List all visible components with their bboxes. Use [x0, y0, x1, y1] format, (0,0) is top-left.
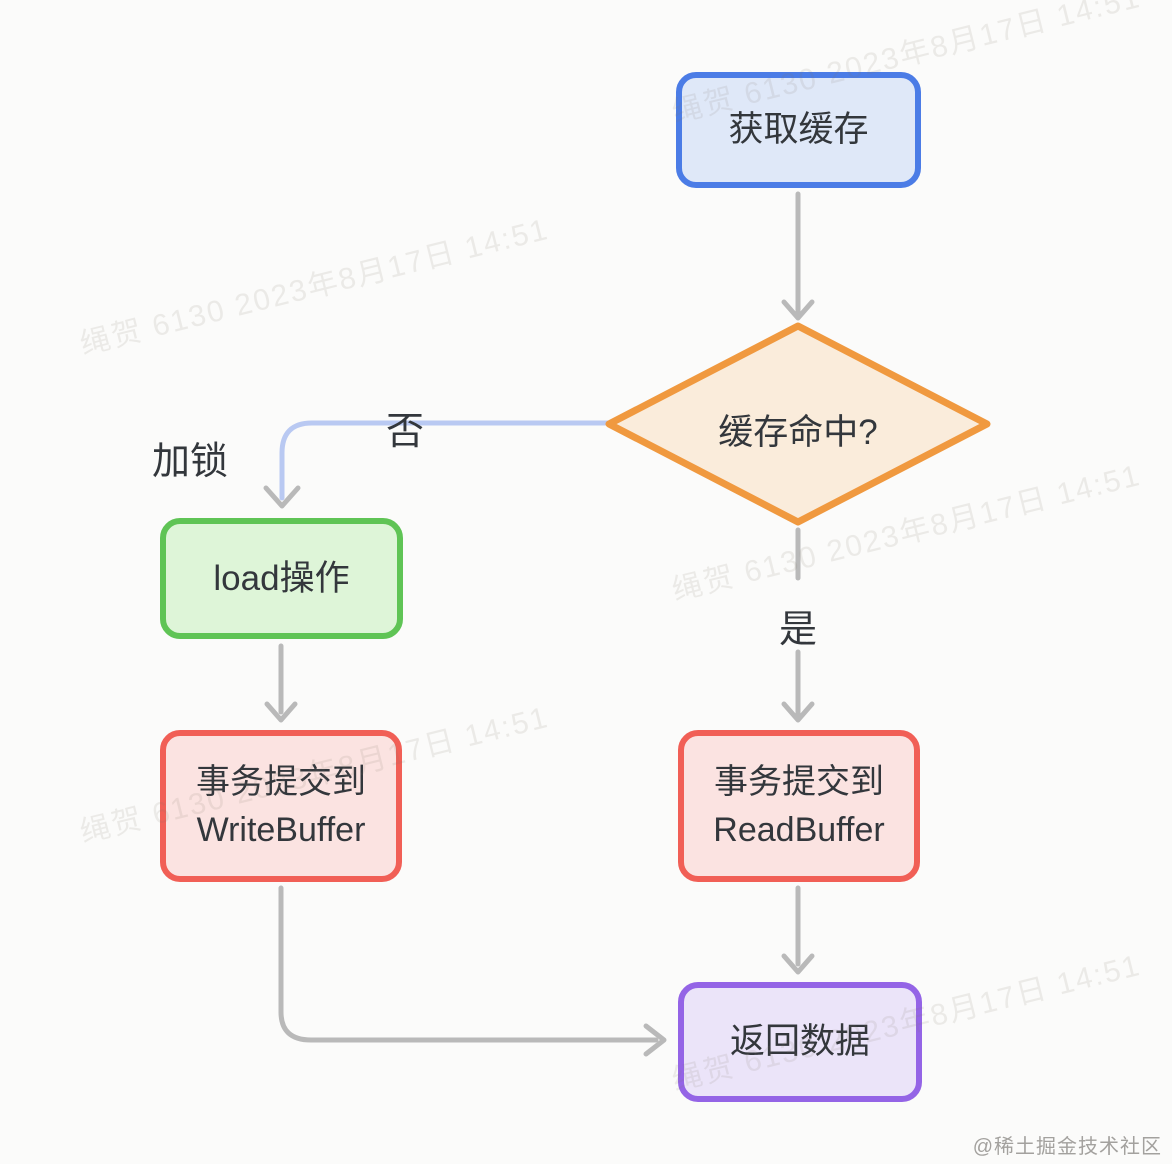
node-load-operation: load操作	[160, 518, 403, 639]
node-write-buffer: 事务提交到 WriteBuffer	[160, 730, 402, 882]
edge-writebuffer-to-return	[278, 885, 659, 1043]
edge-label-no: 否	[386, 411, 425, 453]
node-get-cache-label: 获取缓存	[728, 110, 869, 150]
node-read-buffer: 事务提交到 ReadBuffer	[678, 730, 920, 882]
arrowhead-down-diamond	[781, 299, 815, 321]
arrowhead-right-return	[643, 1023, 667, 1057]
arrowhead-down-writebuffer	[264, 701, 298, 723]
edge-label-yes: 是	[779, 609, 818, 651]
arrowhead-down-return	[781, 953, 815, 975]
node-read-buffer-line2: ReadBuffer	[713, 811, 885, 849]
node-write-buffer-line2: WriteBuffer	[196, 811, 366, 849]
node-return-data-label: 返回数据	[729, 1022, 870, 1062]
node-get-cache: 获取缓存	[676, 72, 921, 188]
juejin-attribution: @稀土掘金技术社区	[972, 1136, 1162, 1158]
decision-diamond-cache-hit	[605, 322, 991, 526]
edge-label-lock: 加锁	[152, 441, 229, 483]
arrowhead-down-readbuffer	[781, 701, 815, 723]
node-cache-hit-label: 缓存命中?	[718, 413, 878, 452]
node-load-operation-label: load操作	[213, 558, 350, 598]
node-return-data: 返回数据	[678, 982, 922, 1102]
node-write-buffer-line1: 事务提交到	[196, 762, 366, 801]
arrowhead-down-load	[263, 485, 301, 509]
edge-no-to-load	[279, 420, 614, 501]
node-read-buffer-line1: 事务提交到	[714, 762, 884, 801]
